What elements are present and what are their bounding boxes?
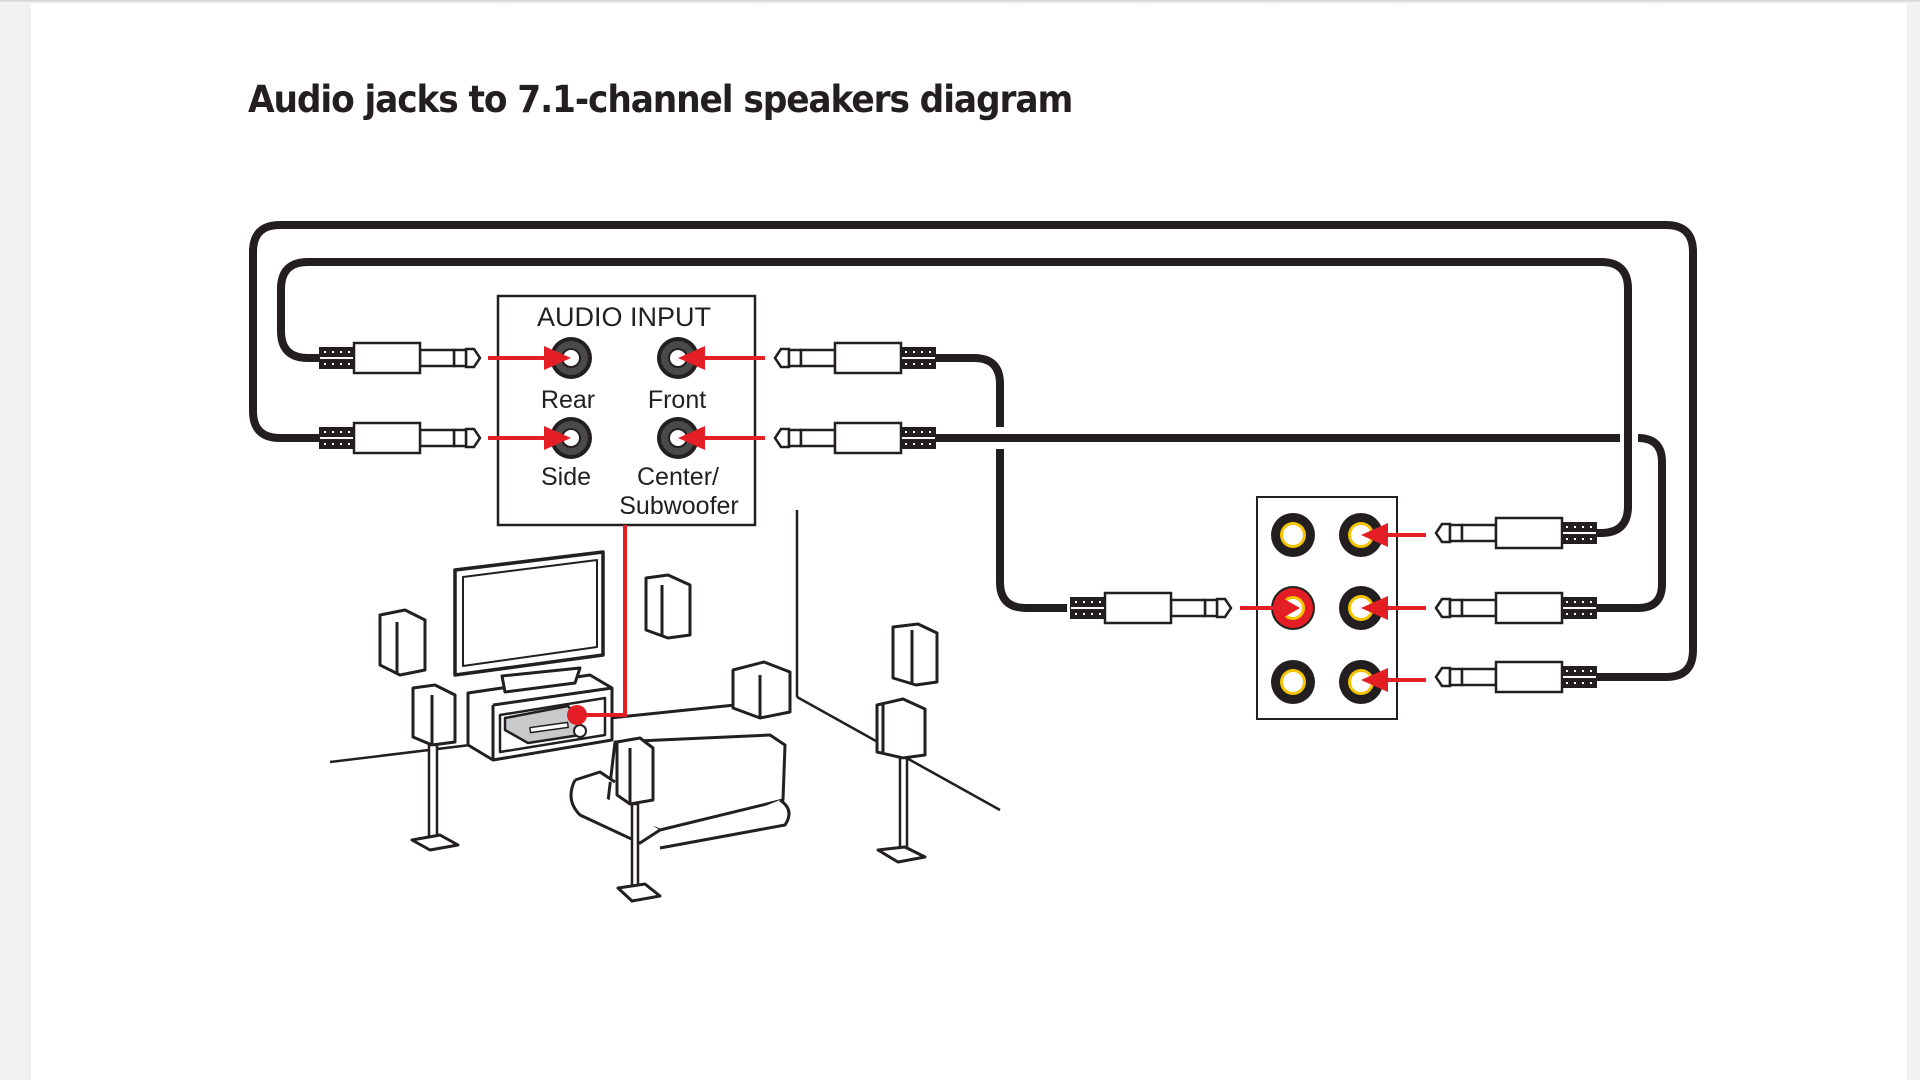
mb-jack-5: [1271, 660, 1315, 704]
viewer-left-margin: [0, 0, 31, 1080]
speaker-front-left-icon: [378, 608, 427, 677]
mb-jack-3-active: [1271, 586, 1315, 630]
audio-input-panel: AUDIO INPUT Rear Front Side Center/ Subw…: [496, 294, 757, 527]
plug-panel-bottom: [1434, 660, 1599, 694]
jack-label-subwoofer: Subwoofer: [619, 492, 739, 520]
jack-label-side: Side: [541, 463, 591, 491]
sofa-icon: [569, 733, 791, 850]
plug-rear: [317, 341, 482, 375]
toolbar-shadow: [0, 0, 1920, 4]
jack-label-center: Center/: [637, 463, 719, 491]
subwoofer-icon: [731, 660, 792, 720]
arrows-panel: [1240, 523, 1426, 692]
receiver-input-dot: [567, 705, 587, 725]
plug-panel-middle: [1434, 591, 1599, 625]
speaker-rear-left-icon: [615, 736, 662, 903]
plug-panel-top: [1434, 516, 1599, 550]
arrows-input: [488, 346, 765, 450]
page-title: Audio jacks to 7.1-channel speakers diag…: [248, 78, 1073, 121]
plug-to-front-speaker: [1068, 591, 1233, 625]
home-theater-room: [329, 510, 1001, 903]
receiver-connection: [567, 525, 627, 725]
plug-center-subwoofer: [773, 421, 938, 455]
speaker-rear-right-icon: [875, 622, 939, 864]
jack-label-front: Front: [648, 386, 706, 414]
cable-rear: [277, 258, 1632, 537]
speaker-front-right-icon: [644, 573, 692, 640]
receiver-icon: [503, 704, 587, 745]
cable-front: [935, 354, 1004, 427]
viewer-right-scrollbar[interactable]: [1907, 0, 1920, 1080]
plug-front: [773, 341, 938, 375]
speaker-stand-left-icon: [410, 683, 460, 852]
audio-input-heading: AUDIO INPUT: [537, 302, 711, 332]
plug-side: [317, 421, 482, 455]
jack-label-rear: Rear: [541, 386, 595, 414]
tv-icon: [453, 550, 605, 677]
cable-side: [249, 221, 1697, 681]
mb-jack-1: [1271, 513, 1315, 557]
